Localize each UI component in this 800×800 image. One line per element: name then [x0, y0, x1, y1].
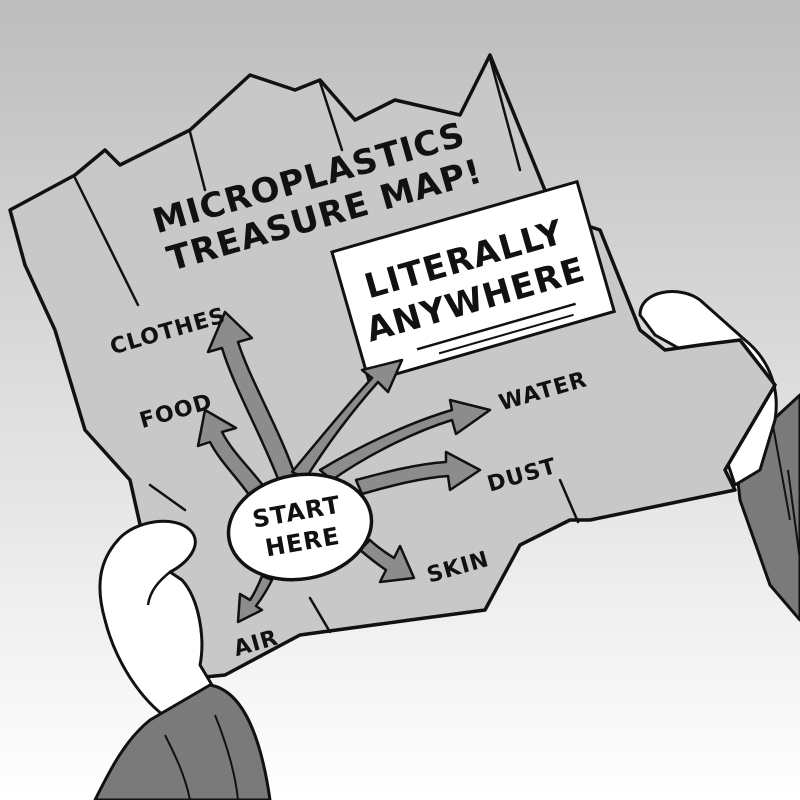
arrow-note: [290, 358, 404, 480]
arrow-dust: [354, 450, 482, 496]
arrow-skin: [358, 538, 416, 584]
start-marker: START HERE: [226, 472, 374, 582]
left-hand: [98, 519, 217, 722]
arrow-air: [236, 574, 274, 624]
left-sleeve: [93, 683, 272, 800]
arrow-food: [196, 408, 270, 504]
fold-lines: [73, 56, 580, 634]
arrow-clothes: [206, 310, 298, 486]
note-box: LITERALLY ANYWHERE: [330, 179, 617, 384]
route-arrows: [196, 310, 492, 624]
arrow-water: [318, 398, 492, 482]
